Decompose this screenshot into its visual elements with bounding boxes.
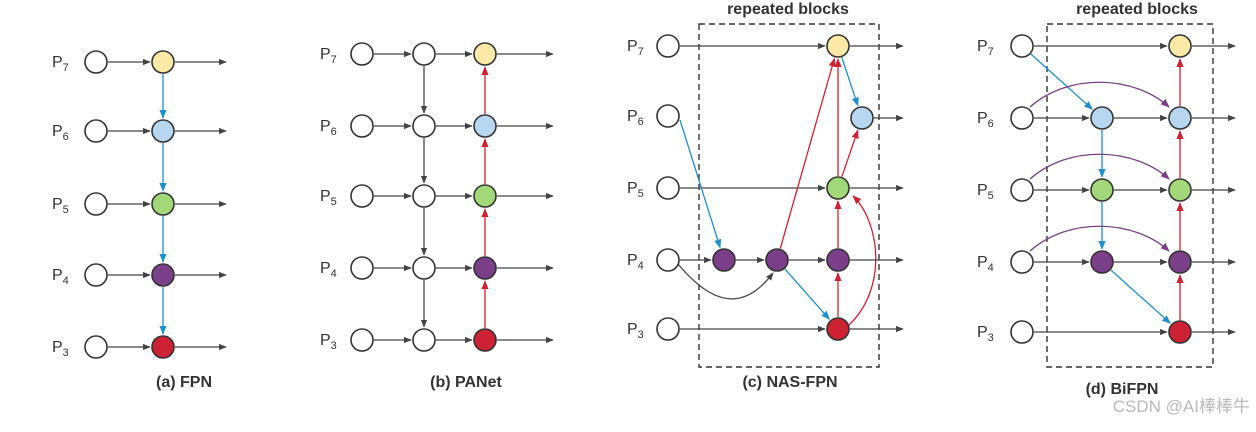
caption-bifpn: (d) BiFPN (1086, 381, 1159, 398)
bifpn-mid-node-p6 (1090, 106, 1114, 130)
panet-input-node-0 (350, 42, 374, 66)
level-label-p3: P3 (52, 339, 69, 359)
panet-output-node-0 (473, 42, 497, 66)
level-label-p5: P5 (627, 180, 644, 200)
panet-mid-node-3 (412, 256, 436, 280)
nasfpn-output-node-p7 (826, 34, 850, 58)
nasfpn-edge-o7-o6 (841, 57, 859, 107)
bifpn-input-node-4 (1010, 320, 1034, 344)
panet-input-node-2 (350, 184, 374, 208)
nasfpn-edge-o5-o6 (841, 129, 859, 177)
panet-output-node-2 (473, 184, 497, 208)
level-label-p3: P3 (320, 332, 337, 352)
level-label-p3: P3 (627, 321, 644, 341)
panet-input-node-1 (350, 114, 374, 138)
nasfpn-edge-m2-o7 (779, 57, 836, 249)
fpn-input-node-2 (84, 192, 108, 216)
panet-input-node-3 (350, 256, 374, 280)
fpn-output-node-2 (151, 192, 175, 216)
bifpn-skip-p5 (1029, 153, 1170, 180)
bifpn-edge-m4-o3 (1110, 269, 1171, 324)
nasfpn-repeated-block-box (698, 23, 880, 368)
panet-output-node-3 (473, 256, 497, 280)
bifpn-edge-p7-m6 (1030, 53, 1094, 110)
bifpn-skip-p6 (1029, 81, 1170, 108)
caption-panet: (b) PANet (430, 374, 502, 391)
fpn-output-node-1 (151, 119, 175, 143)
level-label-p6: P6 (627, 108, 644, 128)
level-label-p7: P7 (627, 38, 644, 58)
nasfpn-output-node-p4 (826, 248, 850, 272)
nasfpn-output-node-p5 (826, 176, 850, 200)
level-label-p7: P7 (320, 46, 337, 66)
nasfpn-input-node-0 (656, 34, 680, 58)
nasfpn-input-node-3 (656, 248, 680, 272)
bifpn-input-node-3 (1010, 250, 1034, 274)
level-label-p5: P5 (52, 196, 69, 216)
edges (108, 42, 1236, 351)
nasfpn-input-node-4 (656, 317, 680, 341)
bifpn-mid-node-p4 (1090, 250, 1114, 274)
repeated-blocks-label-bifpn: repeated blocks (1076, 1, 1198, 18)
nasfpn-curve-o3-o5 (848, 195, 877, 326)
level-label-p6: P6 (320, 118, 337, 138)
fpn-output-node-0 (151, 50, 175, 74)
nasfpn-edge-m2-o3 (784, 268, 830, 320)
nasfpn-intermediate-node-1 (712, 248, 736, 272)
bifpn-input-node-1 (1010, 106, 1034, 130)
fpn-output-node-4 (151, 335, 175, 359)
bifpn-output-node-p5 (1168, 178, 1192, 202)
level-label-p4: P4 (627, 252, 644, 272)
fpn-input-node-1 (84, 119, 108, 143)
fpn-input-node-4 (84, 335, 108, 359)
nasfpn-curve-p4-m2 (677, 263, 774, 300)
bifpn-input-node-2 (1010, 178, 1034, 202)
level-label-p7: P7 (977, 38, 994, 58)
nasfpn-output-node-p3 (826, 317, 850, 341)
level-label-p5: P5 (320, 188, 337, 208)
level-label-p7: P7 (52, 54, 69, 74)
repeated-blocks-boxes (698, 23, 1214, 368)
fpn-output-node-3 (151, 263, 175, 287)
nasfpn-intermediate-node-2 (765, 248, 789, 272)
panet-mid-node-4 (412, 328, 436, 352)
nasfpn-input-node-1 (656, 104, 680, 128)
level-label-p6: P6 (52, 123, 69, 143)
level-label-p4: P4 (977, 254, 994, 274)
bifpn-output-node-p6 (1168, 106, 1192, 130)
nodes (84, 34, 1192, 359)
panet-output-node-1 (473, 114, 497, 138)
bifpn-repeated-block-box (1046, 23, 1214, 368)
fpn-input-node-0 (84, 50, 108, 74)
bifpn-mid-node-p5 (1090, 178, 1114, 202)
panet-input-node-4 (350, 328, 374, 352)
caption-nasfpn: (c) NAS-FPN (742, 374, 837, 391)
repeated-blocks-label-nasfpn: repeated blocks (727, 1, 849, 18)
panet-mid-node-2 (412, 184, 436, 208)
nasfpn-edge-p6-m1 (679, 119, 722, 249)
nasfpn-output-node-p6 (850, 106, 874, 130)
fpn-input-node-3 (84, 263, 108, 287)
caption-fpn: (a) FPN (156, 374, 212, 391)
bifpn-output-node-p3 (1168, 320, 1192, 344)
panet-output-node-4 (473, 328, 497, 352)
level-label-p4: P4 (320, 260, 337, 280)
level-label-p5: P5 (977, 182, 994, 202)
level-label-p4: P4 (52, 267, 69, 287)
bifpn-input-node-0 (1010, 34, 1034, 58)
level-label-p6: P6 (977, 110, 994, 130)
panet-mid-node-0 (412, 42, 436, 66)
bifpn-output-node-p7 (1168, 34, 1192, 58)
panet-mid-node-1 (412, 114, 436, 138)
bifpn-output-node-p4 (1168, 250, 1192, 274)
nasfpn-input-node-2 (656, 176, 680, 200)
watermark: CSDN @AI棒棒牛 (1113, 397, 1250, 416)
bifpn-skip-p4 (1029, 225, 1170, 252)
captions: (a) FPN (b) PANet (c) NAS-FPN (d) BiFPN … (156, 1, 1250, 416)
level-label-p3: P3 (977, 324, 994, 344)
